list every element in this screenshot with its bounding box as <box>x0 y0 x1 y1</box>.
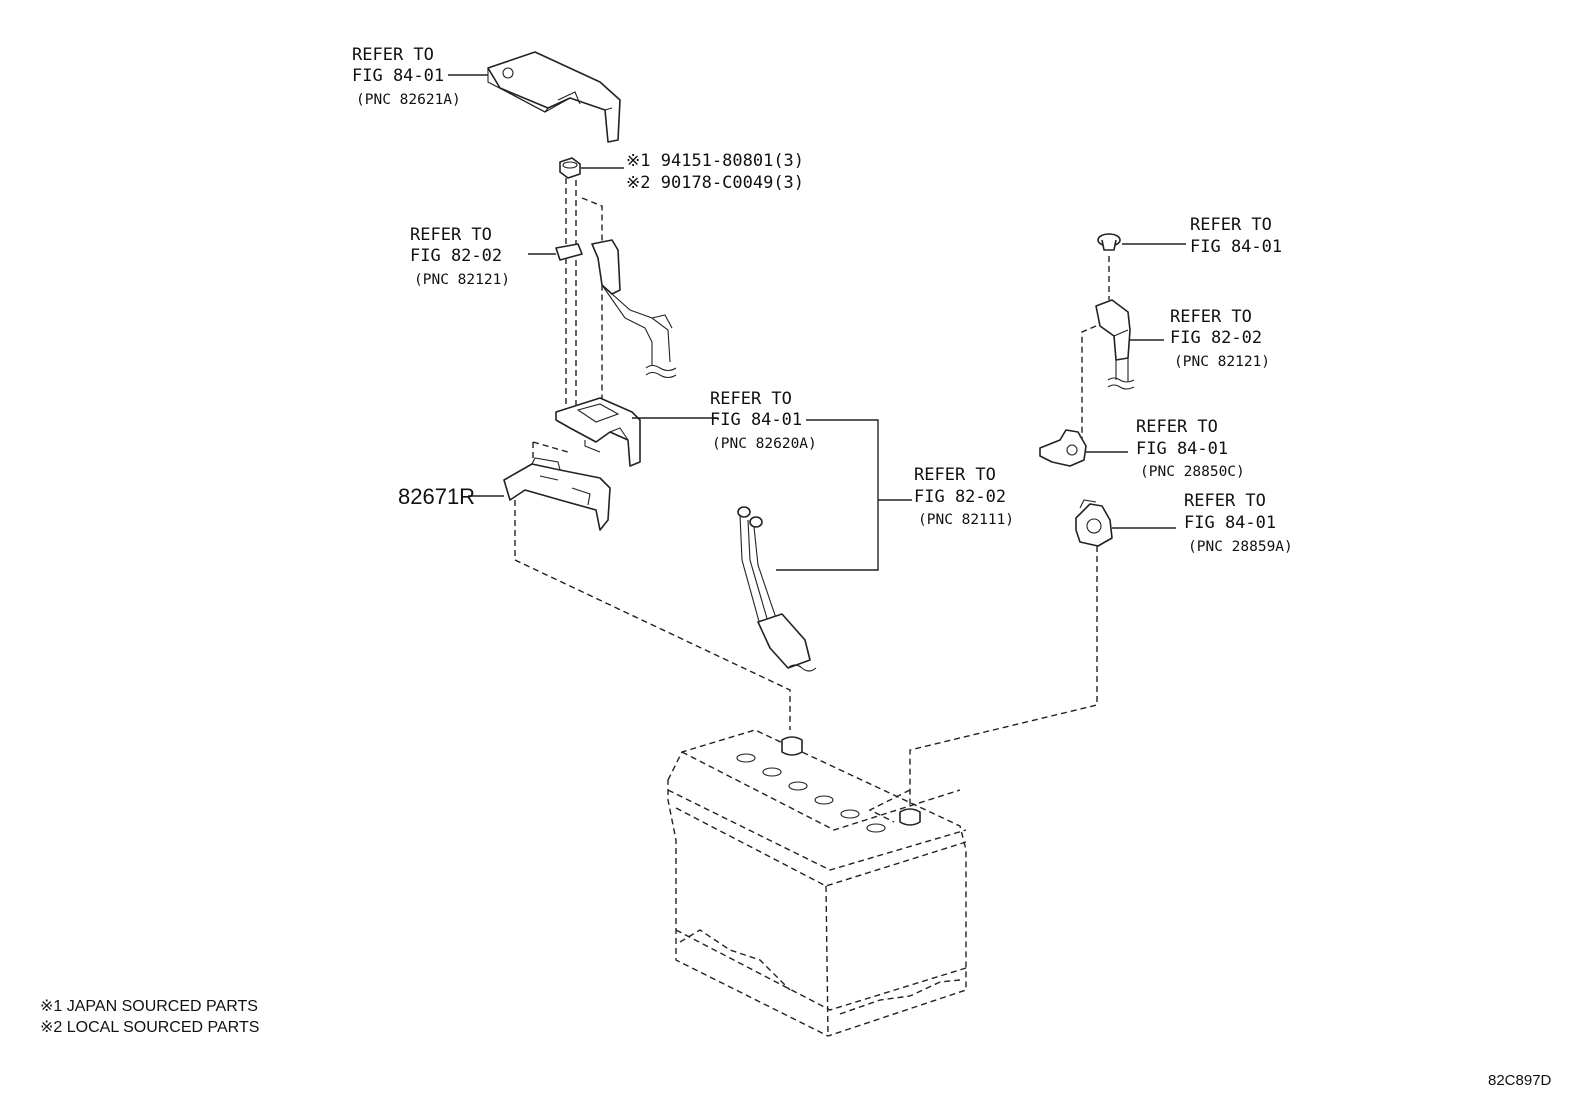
callout-line1: REFER TO <box>1170 307 1252 327</box>
callout-pnc: (PNC 28850C) <box>1140 464 1245 480</box>
callout-line1: REFER TO <box>1184 491 1266 511</box>
legend-japan: ※1 JAPAN SOURCED PARTS <box>40 998 258 1015</box>
bolt-part[interactable] <box>1097 233 1121 251</box>
callout-line2: FIG 82-02 <box>410 246 502 266</box>
callout-line1: REFER TO <box>352 45 434 65</box>
callout-line2: FIG 82-02 <box>1170 328 1262 348</box>
nut-mark-2: ※2 <box>626 173 650 193</box>
terminal-cover-part[interactable] <box>487 51 621 143</box>
callout-lug-right: REFER TO FIG 82-02 (PNC 82121) <box>1170 307 1270 370</box>
nut-part-numbers: ※1 94151-80801(3) ※2 90178-C0049(3) <box>626 151 804 193</box>
part-number-label: 82671R <box>398 484 475 509</box>
nut-part-no-1: 94151-80801(3) <box>661 151 804 171</box>
callout-line2: FIG 84-01 <box>1136 439 1228 459</box>
cable-lug-right-part[interactable] <box>1095 299 1135 390</box>
callout-bracket: REFER TO FIG 84-01 (PNC 82620A) <box>710 389 817 452</box>
nut-part[interactable] <box>559 157 581 179</box>
svg-text:※1 94151-80801(3): ※1 94151-80801(3) <box>626 151 804 171</box>
legend: ※1 JAPAN SOURCED PARTS ※2 LOCAL SOURCED … <box>40 998 259 1036</box>
callout-pnc: (PNC 82111) <box>918 512 1014 528</box>
terminal-clamp-part[interactable] <box>1039 429 1087 467</box>
cable-lug-left-part[interactable] <box>555 239 677 379</box>
callout-line1: REFER TO <box>914 465 996 485</box>
svg-text:※2 90178-C0049(3): ※2 90178-C0049(3) <box>626 173 804 193</box>
callout-pnc: (PNC 82121) <box>1174 354 1270 370</box>
callout-clamp: REFER TO FIG 84-01 (PNC 28850C) <box>1136 417 1245 480</box>
callout-pnc: (PNC 82620A) <box>712 436 817 452</box>
callout-line2: FIG 84-01 <box>352 66 444 86</box>
holder-82671r-part[interactable] <box>503 457 611 531</box>
callout-line1: REFER TO <box>1136 417 1218 437</box>
callout-line1: REFER TO <box>710 389 792 409</box>
callout-pnc: (PNC 28859A) <box>1188 539 1293 555</box>
figure-code: 82C897D <box>1488 1072 1552 1089</box>
callout-cover: REFER TO FIG 84-01 (PNC 82621A) <box>352 45 461 108</box>
legend-local: ※2 LOCAL SOURCED PARTS <box>40 1019 259 1036</box>
nut-mark-1: ※1 <box>626 151 650 171</box>
callout-sensor: REFER TO FIG 84-01 (PNC 28859A) <box>1184 491 1293 555</box>
callout-lug-left: REFER TO FIG 82-02 (PNC 82121) <box>410 225 510 288</box>
callout-pnc: (PNC 82621A) <box>356 92 461 108</box>
callout-line2: FIG 84-01 <box>1190 237 1282 257</box>
callout-line1: REFER TO <box>410 225 492 245</box>
callout-pnc: (PNC 82121) <box>414 272 510 288</box>
callout-line1: REFER TO <box>1190 215 1272 235</box>
callout-line2: FIG 82-02 <box>914 487 1006 507</box>
callout-line2: FIG 84-01 <box>1184 513 1276 533</box>
sensor-part[interactable] <box>1075 499 1113 547</box>
callout-line2: FIG 84-01 <box>710 410 802 430</box>
nut-part-no-2: 90178-C0049(3) <box>661 173 804 193</box>
battery-part[interactable] <box>667 729 967 1037</box>
callout-bolt: REFER TO FIG 84-01 <box>1190 215 1282 257</box>
battery-cable-part[interactable] <box>737 506 817 672</box>
callout-cable: REFER TO FIG 82-02 (PNC 82111) <box>914 465 1014 528</box>
bracket-part[interactable] <box>555 397 641 467</box>
